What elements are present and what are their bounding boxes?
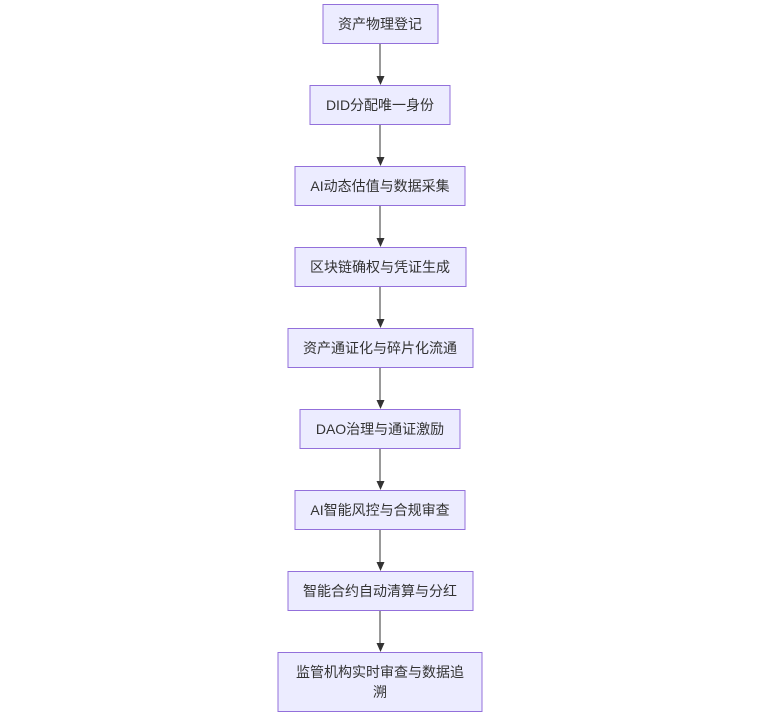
flow-node-regulator-audit: 监管机构实时审查与数据追溯 <box>277 652 483 712</box>
flow-node-label: 监管机构实时审查与数据追溯 <box>296 664 464 700</box>
flow-arrow-down-icon <box>376 449 385 490</box>
flow-arrow-down-icon <box>376 287 385 328</box>
flow-arrow-down-icon <box>376 125 385 166</box>
flow-node-label: AI智能风控与合规审查 <box>310 502 450 518</box>
flow-node-tokenization: 资产通证化与碎片化流通 <box>287 328 473 368</box>
flow-arrow-down-icon <box>376 206 385 247</box>
flow-node-label: 智能合约自动清算与分红 <box>303 583 457 599</box>
flow-node-ai-valuation: AI动态估值与数据采集 <box>294 166 466 206</box>
flow-arrow-down-icon <box>376 611 385 652</box>
flow-arrow-down-icon <box>376 44 385 85</box>
flow-node-ai-risk-control: AI智能风控与合规审查 <box>294 490 466 530</box>
flow-node-label: 资产通证化与碎片化流通 <box>303 340 457 356</box>
flow-node-asset-registration: 资产物理登记 <box>322 4 438 44</box>
flow-node-label: 区块链确权与凭证生成 <box>310 259 450 275</box>
flow-node-label: DAO治理与通证激励 <box>315 421 445 437</box>
flow-arrow-down-icon <box>376 530 385 571</box>
flowchart-column: 资产物理登记 DID分配唯一身份 AI动态估值与数据采集 区块链确权与凭证生成 … <box>277 4 483 712</box>
flow-node-label: AI动态估值与数据采集 <box>310 178 450 194</box>
flow-arrow-down-icon <box>376 368 385 409</box>
flow-node-dao-governance: DAO治理与通证激励 <box>299 409 461 449</box>
flow-node-label: DID分配唯一身份 <box>325 97 435 113</box>
flow-node-blockchain-confirmation: 区块链确权与凭证生成 <box>294 247 466 287</box>
flow-node-label: 资产物理登记 <box>338 16 422 32</box>
flow-node-smart-contract-settlement: 智能合约自动清算与分红 <box>287 571 473 611</box>
flow-node-did-identity: DID分配唯一身份 <box>309 85 451 125</box>
